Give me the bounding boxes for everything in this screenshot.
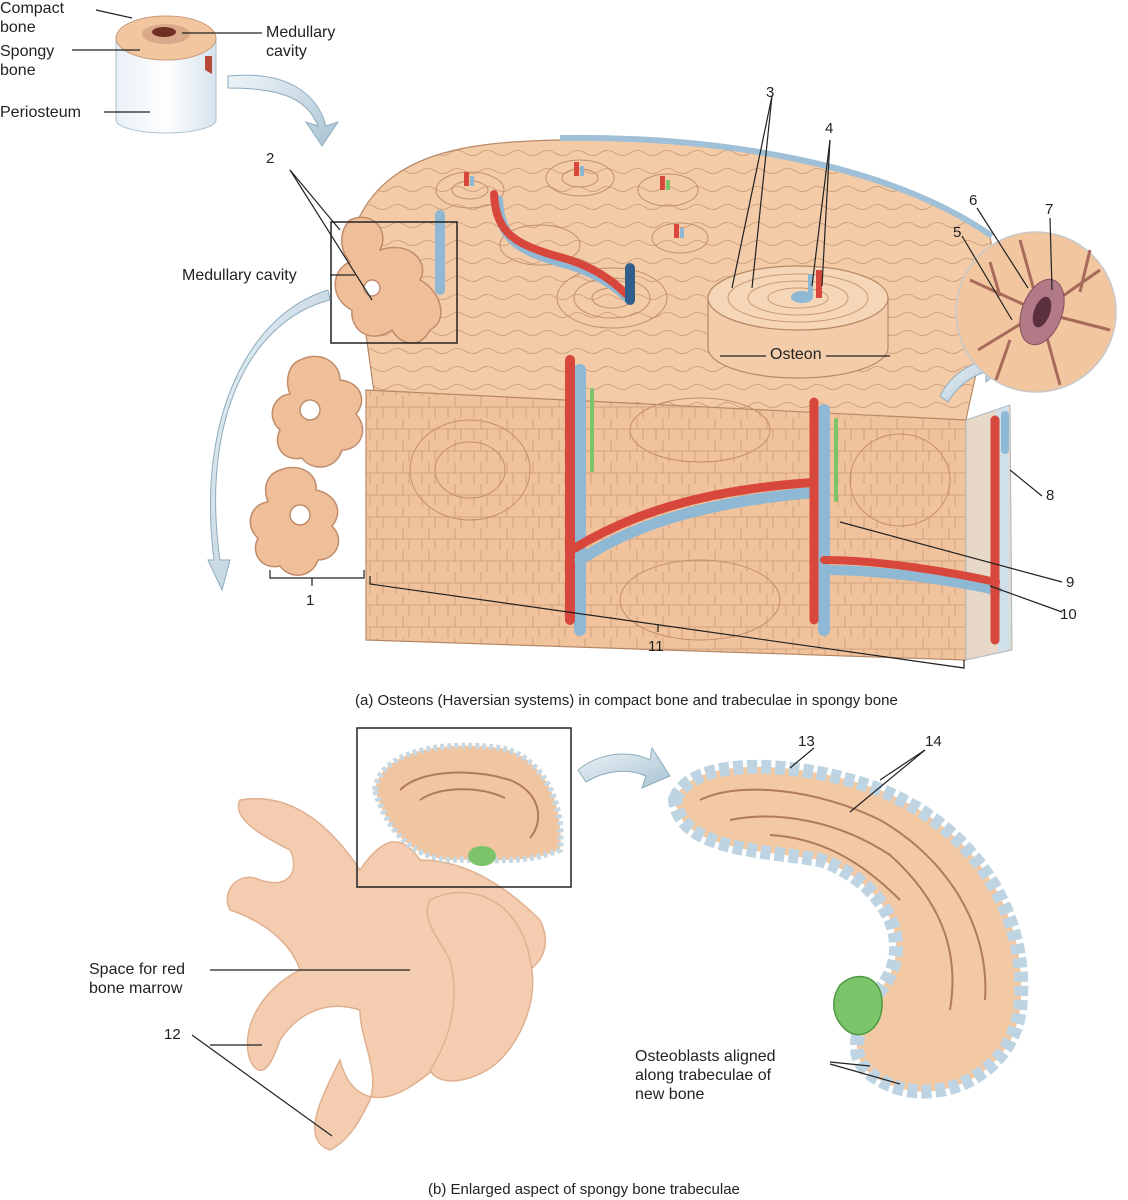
blood-vessels [435,190,1009,645]
vessel-stubs [464,162,684,238]
label-osteon: Osteon [766,345,826,364]
label-medullary-cavity: Medullary cavity [182,267,297,284]
trabecula-zoom-box [356,727,572,888]
number-12: 12 [164,1026,181,1043]
number-13: 13 [798,733,815,750]
caption-a: (a) Osteons (Haversian systems) in compa… [355,692,898,709]
number-4: 4 [825,120,834,137]
number-3: 3 [766,84,775,101]
number-11: 11 [648,638,664,655]
caption-b: (b) Enlarged aspect of spongy bone trabe… [428,1181,740,1198]
number-5: 5 [953,224,962,241]
osteocyte-inset [955,231,1117,393]
number-2: 2 [266,150,275,167]
enlarged-trabecula [667,759,1029,1099]
leader-lines [72,9,1063,1137]
number-9: 9 [1066,574,1075,591]
small-trabecula-section [371,742,564,866]
number-7: 7 [1045,201,1054,218]
number-1: 1 [306,592,315,609]
spongy-bone-trabeculae [249,216,442,576]
number-10: 10 [1060,606,1077,623]
number-8: 8 [1046,487,1055,504]
compact-bone-block [351,134,1013,661]
zoom-arrow-top [227,74,340,147]
label-periosteum: Periosteum [0,104,81,121]
zoom-arrow-b [577,746,671,789]
number-6: 6 [969,192,978,209]
number-14: 14 [925,733,942,750]
zoom-arrow-down [207,289,331,592]
spongy-zoom-box [330,221,458,344]
long-bone-inset [115,15,217,134]
